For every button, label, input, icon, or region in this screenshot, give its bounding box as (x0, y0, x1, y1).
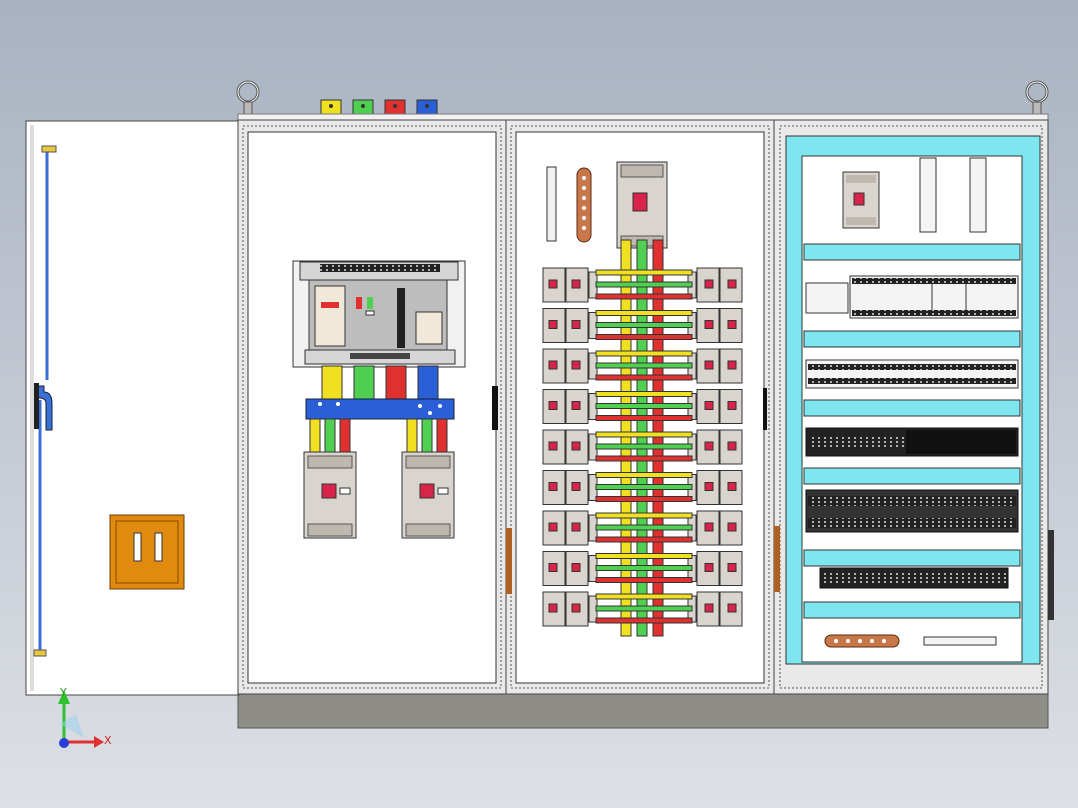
air-circuit-breaker (292, 260, 466, 368)
cable-duct (803, 243, 1021, 261)
cell-distribution (505, 119, 775, 695)
phase-marker-blocks (320, 99, 438, 115)
cable-duct (803, 330, 1021, 348)
neutral-terminal (923, 636, 997, 646)
cable-duct (803, 399, 1021, 417)
y-axis-label: Y (59, 686, 67, 699)
lifting-eye-left (236, 80, 260, 117)
breaker-row (542, 591, 743, 627)
cell-incoming (237, 119, 507, 695)
cable-duct (803, 467, 1021, 485)
lifting-eye-right (1025, 80, 1049, 117)
breaker-row (542, 348, 743, 384)
breaker-row (542, 308, 743, 343)
power-supply-1 (919, 157, 937, 233)
breaker-row (542, 551, 743, 586)
z-axis-origin-icon (59, 738, 69, 748)
breaker-row (542, 470, 743, 505)
busbar-support (305, 398, 455, 420)
plc-unit (805, 275, 1019, 319)
cabinet-plinth (237, 689, 1049, 729)
control-mccb (842, 171, 880, 229)
cell-control (773, 119, 1054, 695)
breaker-row (542, 267, 743, 303)
mccb-right (401, 451, 455, 539)
x-axis-label: X (104, 734, 112, 747)
breaker-rows (542, 267, 743, 627)
cable-ducts (803, 243, 1021, 619)
mccb-left (303, 451, 357, 539)
breaker-row (542, 429, 743, 465)
earth-busbar (824, 634, 900, 648)
open-door (25, 120, 240, 696)
breaker-row (542, 510, 743, 546)
cable-duct (803, 549, 1021, 567)
power-supply-2 (969, 157, 987, 233)
main-mccb (616, 161, 668, 249)
breaker-row (542, 389, 743, 424)
copper-busbar-vertical (576, 167, 592, 243)
terminal-lock (109, 514, 185, 590)
cable-duct (803, 601, 1021, 619)
axis-triad: X Y (58, 686, 112, 748)
terminal-strip (546, 166, 557, 242)
